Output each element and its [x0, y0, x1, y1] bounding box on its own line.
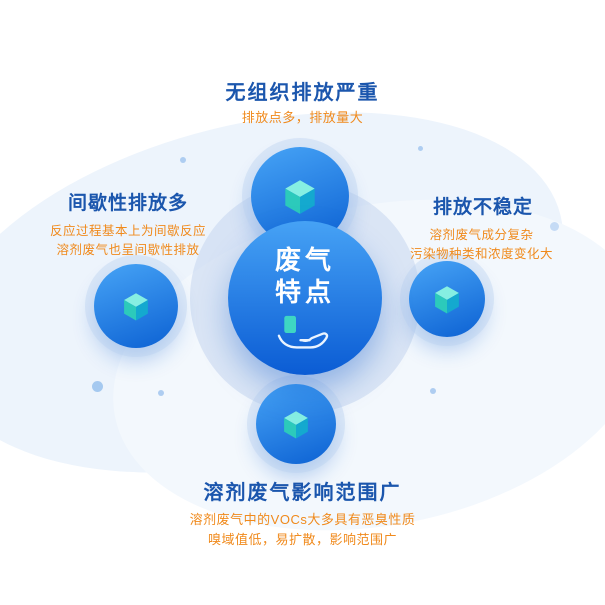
cube-icon [284, 411, 308, 439]
cube-icon [435, 286, 459, 314]
decor-dot [418, 146, 423, 151]
right-node-description-line2: 污染物种类和浓度变化大 [409, 247, 553, 262]
cube-icon [285, 180, 315, 214]
decor-dot [550, 222, 559, 231]
bottom-node-description-line2: 嗅域值低，易扩散，影响范围广 [207, 532, 397, 548]
decor-dot [92, 381, 103, 392]
decor-dot [158, 390, 164, 396]
bottom-node-description: 溶剂废气中的VOCs大多具有恶臭性质 嗅域值低，易扩散，影响范围广 [0, 510, 605, 550]
left-node-description: 反应过程基本上为间歇反应 溶剂废气也呈间歇性排放 [4, 222, 252, 261]
center-circle: 废气 特点 [228, 221, 382, 375]
bottom-node-circle [256, 384, 336, 464]
left-node-title: 间歇性排放多 [67, 193, 188, 214]
decor-dot [180, 157, 186, 163]
top-node-description: 排放点多，排放量大 [241, 110, 364, 125]
cube-icon [124, 293, 148, 321]
left-node-circle [94, 264, 178, 348]
top-node-title: 无组织排放严重 [225, 82, 380, 104]
hand-icon [277, 315, 329, 349]
center-title-line2: 特点 [274, 277, 335, 307]
left-node-description-line1: 反应过程基本上为间歇反应 [49, 224, 206, 238]
bottom-node-title: 溶剂废气影响范围广 [203, 482, 402, 504]
bottom-node-description-line1: 溶剂废气中的VOCs大多具有恶臭性质 [189, 512, 416, 527]
left-node-description-line2: 溶剂废气也呈间歇性排放 [56, 243, 200, 258]
center-title-line1: 废气 [274, 245, 335, 276]
right-node-circle [409, 261, 485, 337]
right-node-title: 排放不稳定 [432, 197, 533, 218]
decor-dot [430, 388, 436, 394]
right-node-description-line1: 溶剂废气成分复杂 [429, 228, 534, 242]
right-node-description: 溶剂废气成分复杂 污染物种类和浓度变化大 [358, 226, 605, 265]
